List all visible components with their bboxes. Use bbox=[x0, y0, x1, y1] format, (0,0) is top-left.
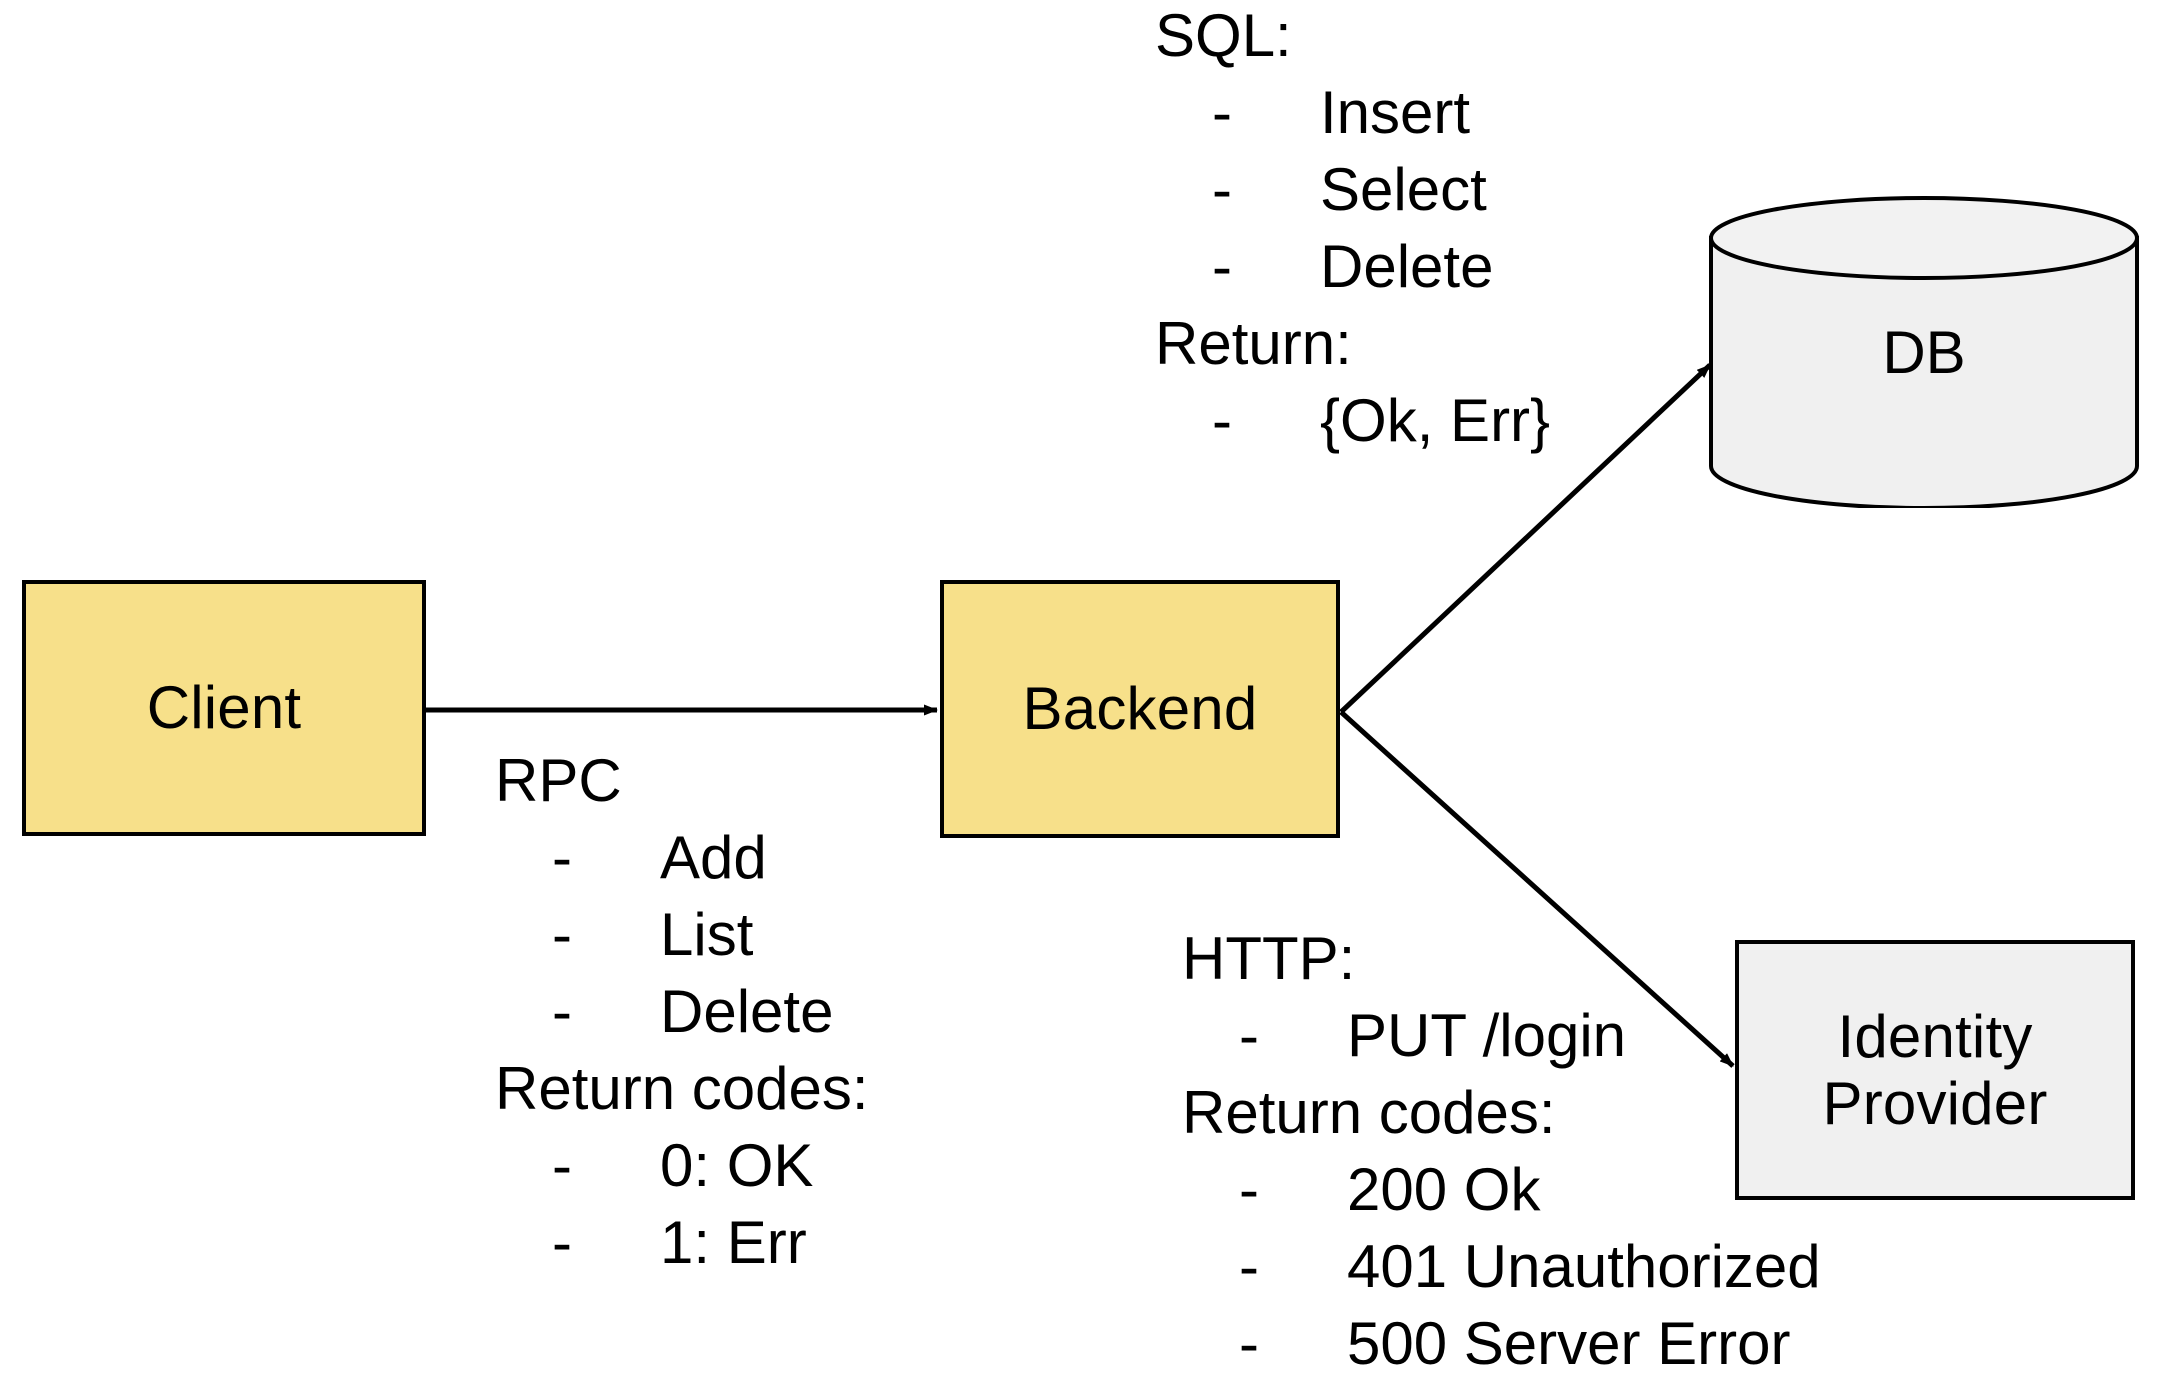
annotation-http-return-item-label: 401 Unauthorized bbox=[1347, 1233, 1821, 1300]
bullet-dash-icon: - bbox=[1212, 233, 1232, 300]
bullet-dash-icon: - bbox=[1212, 387, 1232, 454]
node-identity-provider-label-line2: Provider bbox=[1822, 1070, 2048, 1137]
bullet-dash-icon: - bbox=[552, 978, 572, 1045]
node-database[interactable]: DB bbox=[1709, 196, 2139, 510]
annotation-http-header: HTTP: bbox=[1182, 925, 1356, 992]
annotation-http-return-item-label: 200 Ok bbox=[1347, 1156, 1541, 1223]
annotation-http-return-header: Return codes: bbox=[1182, 1079, 1556, 1146]
annotation-sql-item-label: Insert bbox=[1320, 79, 1471, 146]
annotation-rpc-header: RPC bbox=[495, 747, 622, 814]
annotation-http: HTTP: - PUT /login Return codes: - 200 O… bbox=[1182, 920, 1821, 1382]
node-identity-provider-label: Identity Provider bbox=[1822, 1003, 2047, 1137]
node-client-label: Client bbox=[146, 674, 302, 742]
annotation-sql-item-label: Select bbox=[1320, 156, 1487, 223]
bullet-dash-icon: - bbox=[1239, 1156, 1259, 1223]
annotation-rpc-return-item: - 1: Err bbox=[495, 1204, 869, 1281]
edge-backend-to-identity-provider bbox=[1339, 710, 1735, 1068]
annotation-sql-item: - Insert bbox=[1155, 74, 1550, 151]
node-backend-label: Backend bbox=[1022, 675, 1258, 743]
bullet-dash-icon: - bbox=[552, 901, 572, 968]
annotation-rpc-item: - List bbox=[495, 896, 869, 973]
annotation-rpc-item-label: Add bbox=[660, 824, 767, 891]
bullet-dash-icon: - bbox=[1239, 1233, 1259, 1300]
annotation-sql-item-label: Delete bbox=[1320, 233, 1494, 300]
annotation-sql-item: - Delete bbox=[1155, 228, 1550, 305]
annotation-rpc-item: - Add bbox=[495, 819, 869, 896]
bullet-dash-icon: - bbox=[552, 824, 572, 891]
annotation-http-item-label: PUT /login bbox=[1347, 1002, 1627, 1069]
annotation-sql-header: SQL: bbox=[1155, 2, 1292, 69]
bullet-dash-icon: - bbox=[1239, 1310, 1259, 1377]
annotation-rpc-return-header: Return codes: bbox=[495, 1055, 869, 1122]
annotation-rpc-return-item-label: 0: OK bbox=[660, 1132, 814, 1199]
bullet-dash-icon: - bbox=[552, 1209, 572, 1276]
database-cylinder-icon bbox=[1709, 196, 2139, 510]
annotation-rpc-return-item-label: 1: Err bbox=[660, 1209, 807, 1276]
annotation-rpc: RPC - Add - List - Delete Return codes: … bbox=[495, 742, 869, 1281]
node-backend[interactable]: Backend bbox=[940, 580, 1340, 838]
node-database-label: DB bbox=[1882, 318, 1966, 386]
annotation-http-return-item-label: 500 Server Error bbox=[1347, 1310, 1791, 1377]
node-identity-provider-label-line1: Identity bbox=[1837, 1002, 2033, 1070]
annotation-http-item: - PUT /login bbox=[1182, 997, 1821, 1074]
annotation-rpc-item: - Delete bbox=[495, 973, 869, 1050]
annotation-sql-return-item-label: {Ok, Err} bbox=[1320, 387, 1551, 454]
annotation-http-return-item: - 401 Unauthorized bbox=[1182, 1228, 1821, 1305]
annotation-http-return-item: - 200 Ok bbox=[1182, 1151, 1821, 1228]
annotation-sql: SQL: - Insert - Select - Delete Return: … bbox=[1155, 0, 1550, 459]
edge-backend-to-db bbox=[1339, 363, 1712, 714]
annotation-sql-item: - Select bbox=[1155, 151, 1550, 228]
node-identity-provider[interactable]: Identity Provider bbox=[1735, 940, 2135, 1200]
annotation-rpc-return-item: - 0: OK bbox=[495, 1127, 869, 1204]
bullet-dash-icon: - bbox=[552, 1132, 572, 1199]
annotation-http-return-item: - 500 Server Error bbox=[1182, 1305, 1821, 1382]
annotation-sql-return-item: - {Ok, Err} bbox=[1155, 382, 1550, 459]
annotation-rpc-item-label: List bbox=[660, 901, 754, 968]
bullet-dash-icon: - bbox=[1239, 1002, 1259, 1069]
annotation-rpc-item-label: Delete bbox=[660, 978, 834, 1045]
bullet-dash-icon: - bbox=[1212, 79, 1232, 146]
annotation-sql-return-header: Return: bbox=[1155, 310, 1352, 377]
bullet-dash-icon: - bbox=[1212, 156, 1232, 223]
node-client[interactable]: Client bbox=[22, 580, 426, 836]
